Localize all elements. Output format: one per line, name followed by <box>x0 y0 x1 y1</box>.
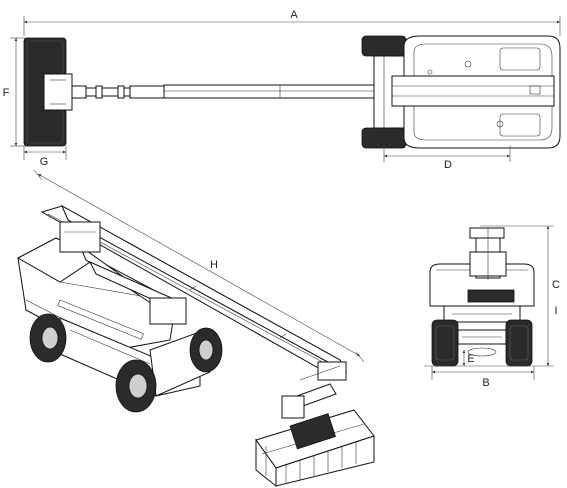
dimension-c: C <box>480 225 560 366</box>
label-h: H <box>210 259 218 271</box>
rear-body <box>429 227 535 323</box>
dimension-a: A <box>23 9 561 36</box>
dimension-i: I <box>554 305 557 317</box>
dimension-f: F <box>3 37 26 147</box>
perspective-wheels <box>29 313 223 413</box>
label-d: D <box>444 159 452 171</box>
top-jib <box>71 85 165 99</box>
dimension-h: H <box>33 169 365 363</box>
label-i: I <box>554 305 557 317</box>
top-chassis <box>361 35 561 149</box>
dimension-b: B <box>424 365 554 389</box>
top-platform <box>23 37 73 147</box>
label-b: B <box>482 377 489 389</box>
dimension-e: E <box>462 350 475 366</box>
top-view: A F G <box>3 9 561 171</box>
dimension-g: G <box>23 146 67 168</box>
perspective-jib <box>281 361 347 419</box>
label-a: A <box>290 9 298 21</box>
label-g: G <box>40 156 49 168</box>
perspective-boom <box>40 204 348 374</box>
perspective-platform <box>255 409 375 488</box>
label-e: E <box>467 353 474 365</box>
rear-wheels <box>431 319 533 367</box>
label-c: C <box>552 279 560 291</box>
label-f: F <box>3 87 10 99</box>
rear-view: C I E <box>424 225 560 389</box>
perspective-view: H <box>16 169 375 488</box>
dimension-d: D <box>383 146 511 171</box>
